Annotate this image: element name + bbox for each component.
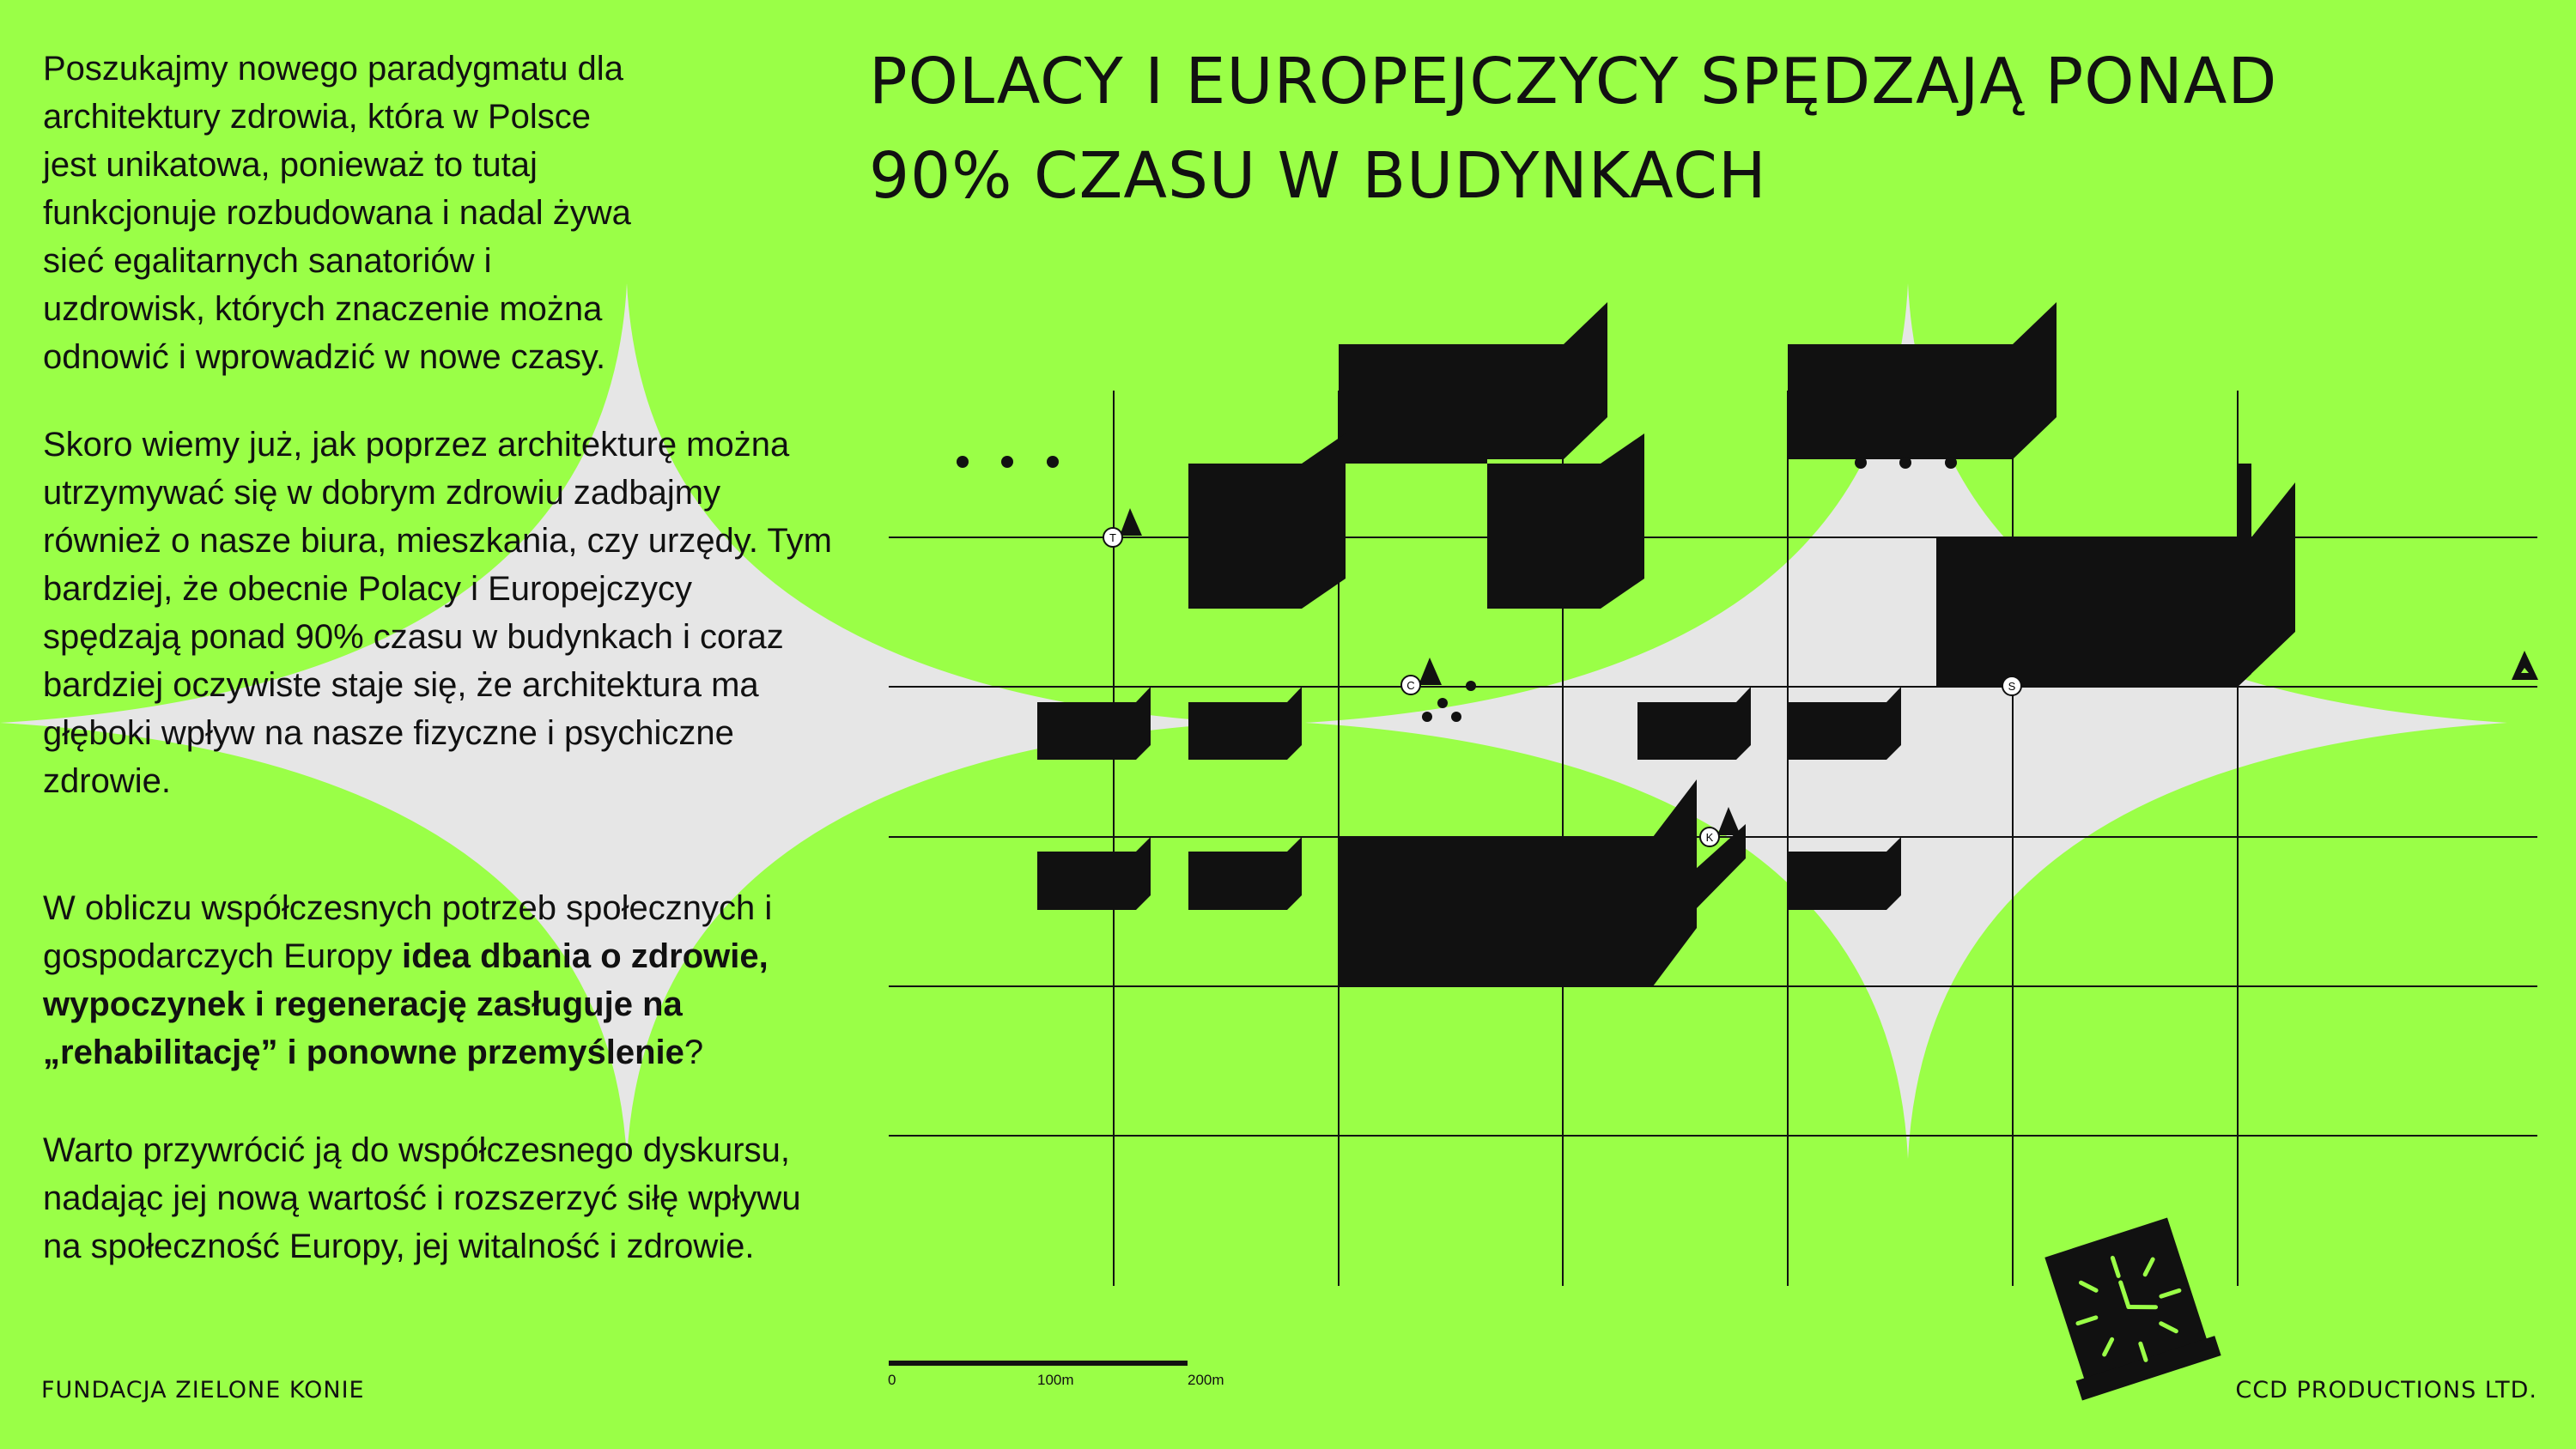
- building-block: [1188, 433, 1346, 609]
- building-block: [1037, 837, 1151, 910]
- star-shape-right: [1305, 283, 2507, 1159]
- title-line-2: 90% CZASU W BUDYNKACH: [869, 139, 1767, 213]
- svg-text:K: K: [1706, 831, 1714, 844]
- triangle-icon: [1419, 658, 1442, 685]
- scale-label-end: 200m: [1188, 1372, 1224, 1388]
- star-shape-left: [0, 283, 1236, 1159]
- building-block: [1188, 687, 1302, 760]
- paragraph-3-start: W obliczu współczesnych potrzeb społeczn…: [43, 889, 773, 975]
- paragraph-3: W obliczu współczesnych potrzeb społeczn…: [43, 884, 833, 1076]
- building-block: [1936, 482, 2295, 687]
- building-block: [1339, 779, 1697, 986]
- map-dots: [957, 456, 1957, 722]
- mountain-icon: [2512, 651, 2538, 680]
- building-block: [1037, 687, 1151, 760]
- triangle-markers: [1120, 508, 2538, 835]
- building-block: [1339, 459, 1487, 464]
- svg-text:S: S: [2008, 680, 2016, 693]
- paragraph-4: Warto przywrócić ją do współczesnego dys…: [43, 1131, 801, 1265]
- building-block: [1653, 824, 1746, 910]
- svg-text:T: T: [1109, 531, 1116, 544]
- paragraph-1: Poszukajmy nowego paradygmatu dla archit…: [43, 50, 631, 376]
- lettered-markers: T C S K: [1103, 527, 2022, 847]
- building-block: [1788, 302, 2057, 459]
- paragraph-3-emphasis: idea dbania o zdrowie, wypoczynek i rege…: [43, 937, 769, 1071]
- title-line-1: POLACY I EUROPEJCZYCY SPĘDZAJĄ PONAD: [869, 45, 2278, 118]
- building-block: [1339, 302, 1607, 459]
- triangle-icon: [1120, 508, 1142, 536]
- footer-left-credit: FUNDACJA ZIELONE KONIE: [41, 1377, 365, 1404]
- building-block: [1188, 837, 1302, 910]
- building-blocks: [1037, 302, 2295, 986]
- scale-label-zero: 0: [888, 1372, 896, 1388]
- scale-label-mid: 100m: [1037, 1372, 1074, 1388]
- building-block: [1487, 433, 1644, 609]
- building-block: [1788, 687, 1901, 760]
- paragraph-2: Skoro wiemy już, jak poprzez architektur…: [43, 426, 832, 800]
- svg-text:C: C: [1406, 679, 1414, 692]
- footer-right-credit: CCD PRODUCTIONS LTD.: [2235, 1377, 2537, 1404]
- building-block: [1637, 687, 1751, 760]
- paragraph-3-end: ?: [683, 1034, 704, 1071]
- triangle-icon: [1717, 807, 1741, 835]
- building-block: [1788, 837, 1901, 910]
- scale-bar: [889, 1361, 1188, 1366]
- clock-icon: [2044, 1217, 2221, 1401]
- page-title: POLACY I EUROPEJCZYCY SPĘDZAJĄ PONAD 90%…: [869, 34, 2277, 223]
